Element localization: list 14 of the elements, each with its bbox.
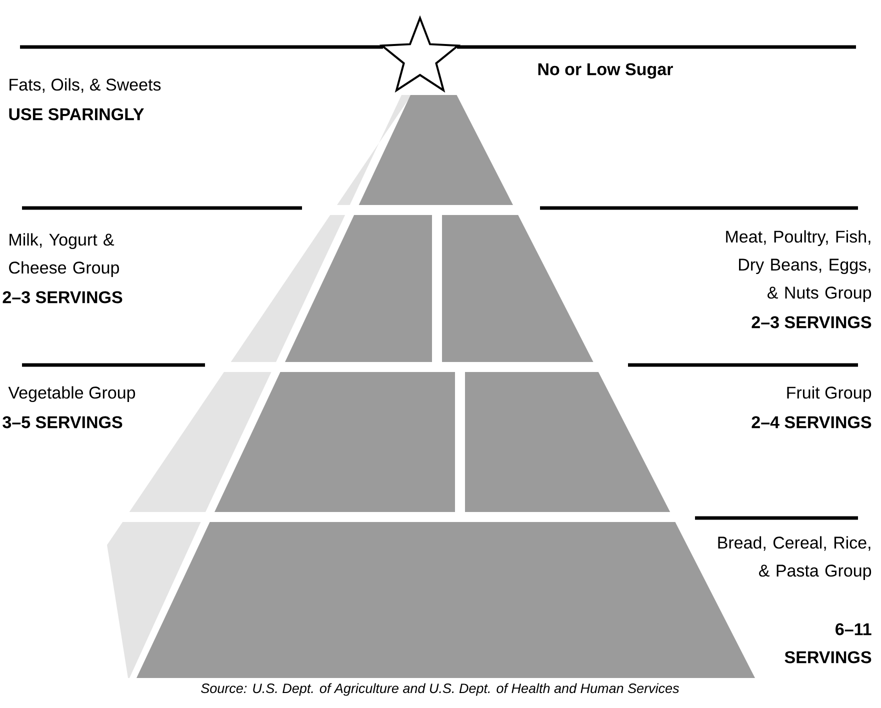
food-group-label: 2–3 SERVINGS xyxy=(752,316,872,328)
food-group-label: 3–5 SERVINGS xyxy=(2,416,122,428)
food-group-label: 6–11 SERVINGS xyxy=(784,623,872,664)
food-group-label: Bread, Cereal, Rice, & Pasta Group xyxy=(718,536,872,580)
food-group-label: USE SPARINGLY xyxy=(9,108,144,120)
food-group-label: 2–4 SERVINGS xyxy=(752,416,872,428)
food-group-label: No or Low Sugar xyxy=(538,63,673,79)
food-group-label: Fruit Group xyxy=(787,386,872,402)
food-group-label: 2–3 SERVINGS xyxy=(2,291,122,304)
source-caption: Source: U.S. Dept. of Agriculture and U.S. Dept. of Health and Human Services xyxy=(201,683,680,696)
food-group-label: Fats, Oils, & Sweets xyxy=(10,78,161,93)
food-group-label: Meat, Poultry, Fish, Dry Beans, Eggs, & Nuts Group xyxy=(726,230,872,302)
food-group-label: Milk, Yogurt & Cheese Group xyxy=(9,233,119,278)
food-group-label: Vegetable Group xyxy=(8,386,136,402)
